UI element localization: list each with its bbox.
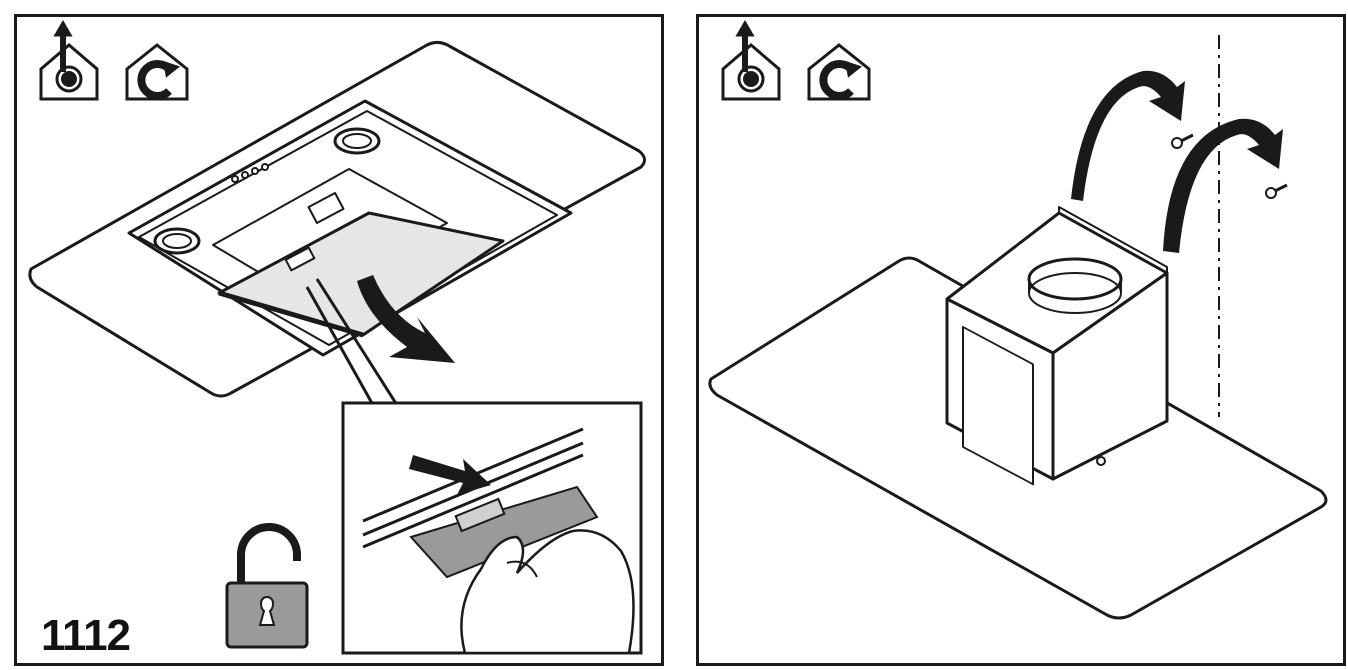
filter-rotate-arrow xyxy=(357,275,455,363)
ducted-mode-icon xyxy=(721,20,781,101)
ducted-mode-icon xyxy=(39,20,99,101)
left-illustration-panel: 1112 xyxy=(14,14,664,666)
step-number: 1112 xyxy=(41,611,131,660)
left-illustration xyxy=(28,20,646,655)
zoom-callout-lines xyxy=(305,278,399,406)
latch-detail-inset xyxy=(341,401,643,655)
screws xyxy=(1171,133,1288,199)
motor-unit xyxy=(945,206,1169,486)
right-illustration-panel xyxy=(696,14,1346,666)
cooker-hood xyxy=(28,40,646,398)
recirculation-mode-icon xyxy=(125,43,189,101)
lift-arrows xyxy=(1071,70,1283,253)
recirculation-mode-icon xyxy=(807,43,871,101)
right-illustration xyxy=(708,20,1328,620)
unlock-padlock-icon xyxy=(225,523,309,649)
